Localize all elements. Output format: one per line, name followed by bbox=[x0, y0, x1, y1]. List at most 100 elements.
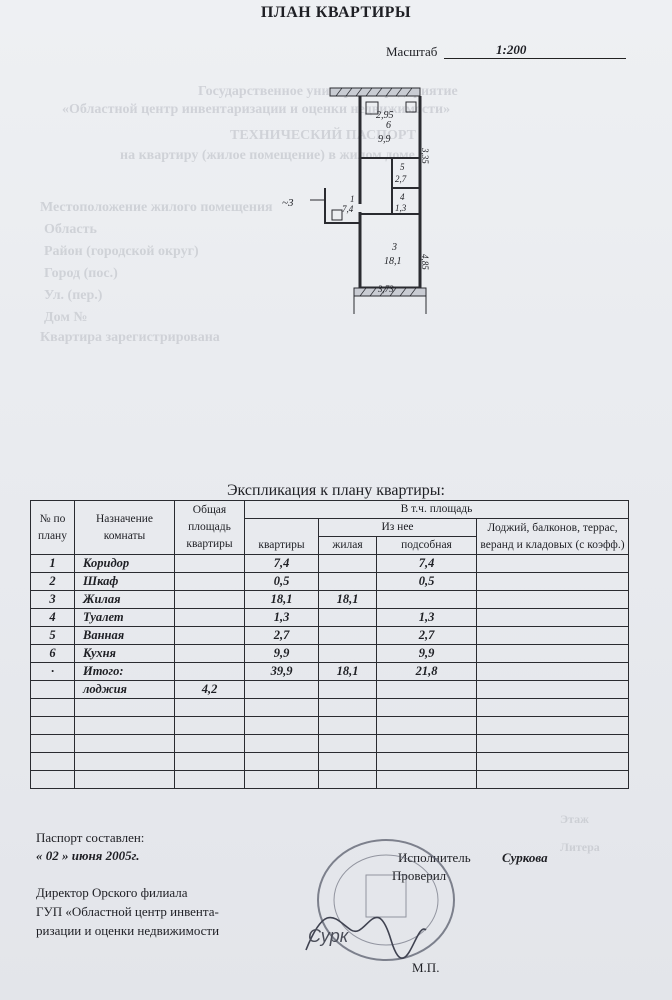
table-cell-living bbox=[318, 572, 377, 591]
table-cell-auxiliary: 2,7 bbox=[376, 626, 477, 645]
table-cell-apartment: 9,9 bbox=[244, 644, 319, 663]
table-cell-empty bbox=[74, 752, 175, 771]
floor-plan-drawing: 2,95 3,35 4,85 3,73 6 9,9 5 2,7 1 7,4 4 … bbox=[282, 87, 430, 314]
table-cell-apartment: 1,3 bbox=[244, 608, 319, 627]
table-cell-total: 4,2 bbox=[174, 680, 245, 699]
table-cell-living: 18,1 bbox=[318, 590, 377, 609]
table-cell-apartment: 18,1 bbox=[244, 590, 319, 609]
director-line-2: ГУП «Областной центр инвента- bbox=[36, 904, 219, 919]
table-cell-total bbox=[174, 644, 245, 663]
seal-label: М.П. bbox=[412, 960, 440, 975]
director-line-1: Директор Орского филиала bbox=[36, 885, 188, 900]
table-cell-balcony bbox=[475, 680, 630, 699]
table-row-empty bbox=[30, 752, 630, 771]
table-cell-auxiliary bbox=[376, 590, 477, 609]
bleed-through-text: Квартира зарегистрирована bbox=[40, 330, 220, 345]
table-cell-balcony bbox=[475, 590, 630, 609]
table-cell-apartment: 39,9 bbox=[244, 662, 319, 681]
dimension-label: 3,73 bbox=[377, 284, 394, 294]
table-cell-empty bbox=[318, 734, 377, 753]
official-stamp: Сурк bbox=[305, 839, 455, 961]
table-cell-balcony bbox=[475, 572, 630, 591]
plan-marker: ~3 bbox=[282, 197, 294, 209]
table-cell-empty bbox=[30, 698, 75, 717]
table-cell-name: Коридор bbox=[74, 554, 175, 573]
table-cell-empty bbox=[244, 770, 319, 789]
table-cell-apartment: 0,5 bbox=[244, 572, 319, 591]
room-area: 7,4 bbox=[342, 204, 354, 214]
table-cell-empty bbox=[475, 734, 630, 753]
header-purpose: Назначение комнаты bbox=[74, 500, 175, 555]
table-cell-name: Шкаф bbox=[74, 572, 175, 591]
table-cell-num: 2 bbox=[30, 572, 75, 591]
header-incl: В т.ч. площадь bbox=[243, 500, 630, 519]
table-cell-num: 6 bbox=[30, 644, 75, 663]
table-cell-total bbox=[174, 662, 245, 681]
table-cell-name: Туалет bbox=[74, 608, 175, 627]
table-cell-living bbox=[318, 626, 377, 645]
table-cell-empty bbox=[174, 770, 245, 789]
table-cell-empty bbox=[74, 716, 175, 735]
document-title: ПЛАН КВАРТИРЫ bbox=[260, 4, 412, 21]
passport-date: « 02 » июня 2005г. bbox=[36, 848, 140, 863]
table-cell-empty bbox=[244, 752, 319, 771]
table-cell-total bbox=[174, 554, 245, 573]
table-cell-empty bbox=[318, 698, 377, 717]
table-cell-empty bbox=[376, 734, 477, 753]
bleed-through-text: Этаж bbox=[560, 812, 589, 826]
table-cell-living bbox=[318, 608, 377, 627]
room-area: 2,7 bbox=[395, 174, 407, 184]
dimension-label: 3,35 bbox=[420, 147, 430, 164]
header-auxiliary: подсобная bbox=[376, 536, 477, 555]
explication-table: № по плану Назначение комнаты Общая площ… bbox=[30, 500, 630, 789]
table-cell-empty bbox=[475, 716, 630, 735]
executor-name: Суркова bbox=[502, 850, 548, 865]
header-apartment: квартиры bbox=[244, 518, 319, 555]
table-cell-balcony bbox=[475, 644, 630, 663]
table-cell-living: 18,1 bbox=[318, 662, 377, 681]
passport-label: Паспорт составлен: bbox=[36, 830, 145, 845]
table-cell-total bbox=[174, 590, 245, 609]
table-cell-name: Жилая bbox=[74, 590, 175, 609]
signature: Сурк bbox=[308, 926, 350, 946]
table-cell-empty bbox=[244, 716, 319, 735]
table-cell-apartment: 2,7 bbox=[244, 626, 319, 645]
room-number: 6 bbox=[386, 120, 391, 131]
bleed-through-text: «Областной центр инвентаризации и оценки… bbox=[62, 102, 451, 117]
table-cell-empty bbox=[74, 698, 175, 717]
table-cell-balcony bbox=[475, 608, 630, 627]
table-cell-empty bbox=[174, 698, 245, 717]
bleed-through-text: Литера bbox=[560, 840, 600, 854]
table-cell-num: 4 bbox=[30, 608, 75, 627]
table-cell-name: Ванная bbox=[74, 626, 175, 645]
table-cell-num: 1 bbox=[30, 554, 75, 573]
table-cell-empty bbox=[475, 752, 630, 771]
table-cell-auxiliary: 21,8 bbox=[376, 662, 477, 681]
table-cell-auxiliary: 9,9 bbox=[376, 644, 477, 663]
table-cell-living bbox=[318, 680, 377, 699]
table-row-empty bbox=[30, 734, 630, 753]
table-cell-auxiliary: 1,3 bbox=[376, 608, 477, 627]
table-cell-total bbox=[174, 626, 245, 645]
table-cell-living bbox=[318, 644, 377, 663]
dimension-label: 4,85 bbox=[420, 254, 430, 270]
table-cell-auxiliary bbox=[376, 680, 477, 699]
table-cell-empty bbox=[318, 716, 377, 735]
table-cell-empty bbox=[30, 716, 75, 735]
scale-label: Масштаб bbox=[386, 44, 438, 59]
table-cell-empty bbox=[318, 770, 377, 789]
table-cell-empty bbox=[30, 752, 75, 771]
table-cell-auxiliary: 0,5 bbox=[376, 572, 477, 591]
table-cell-total bbox=[174, 572, 245, 591]
table-cell-balcony bbox=[475, 554, 630, 573]
